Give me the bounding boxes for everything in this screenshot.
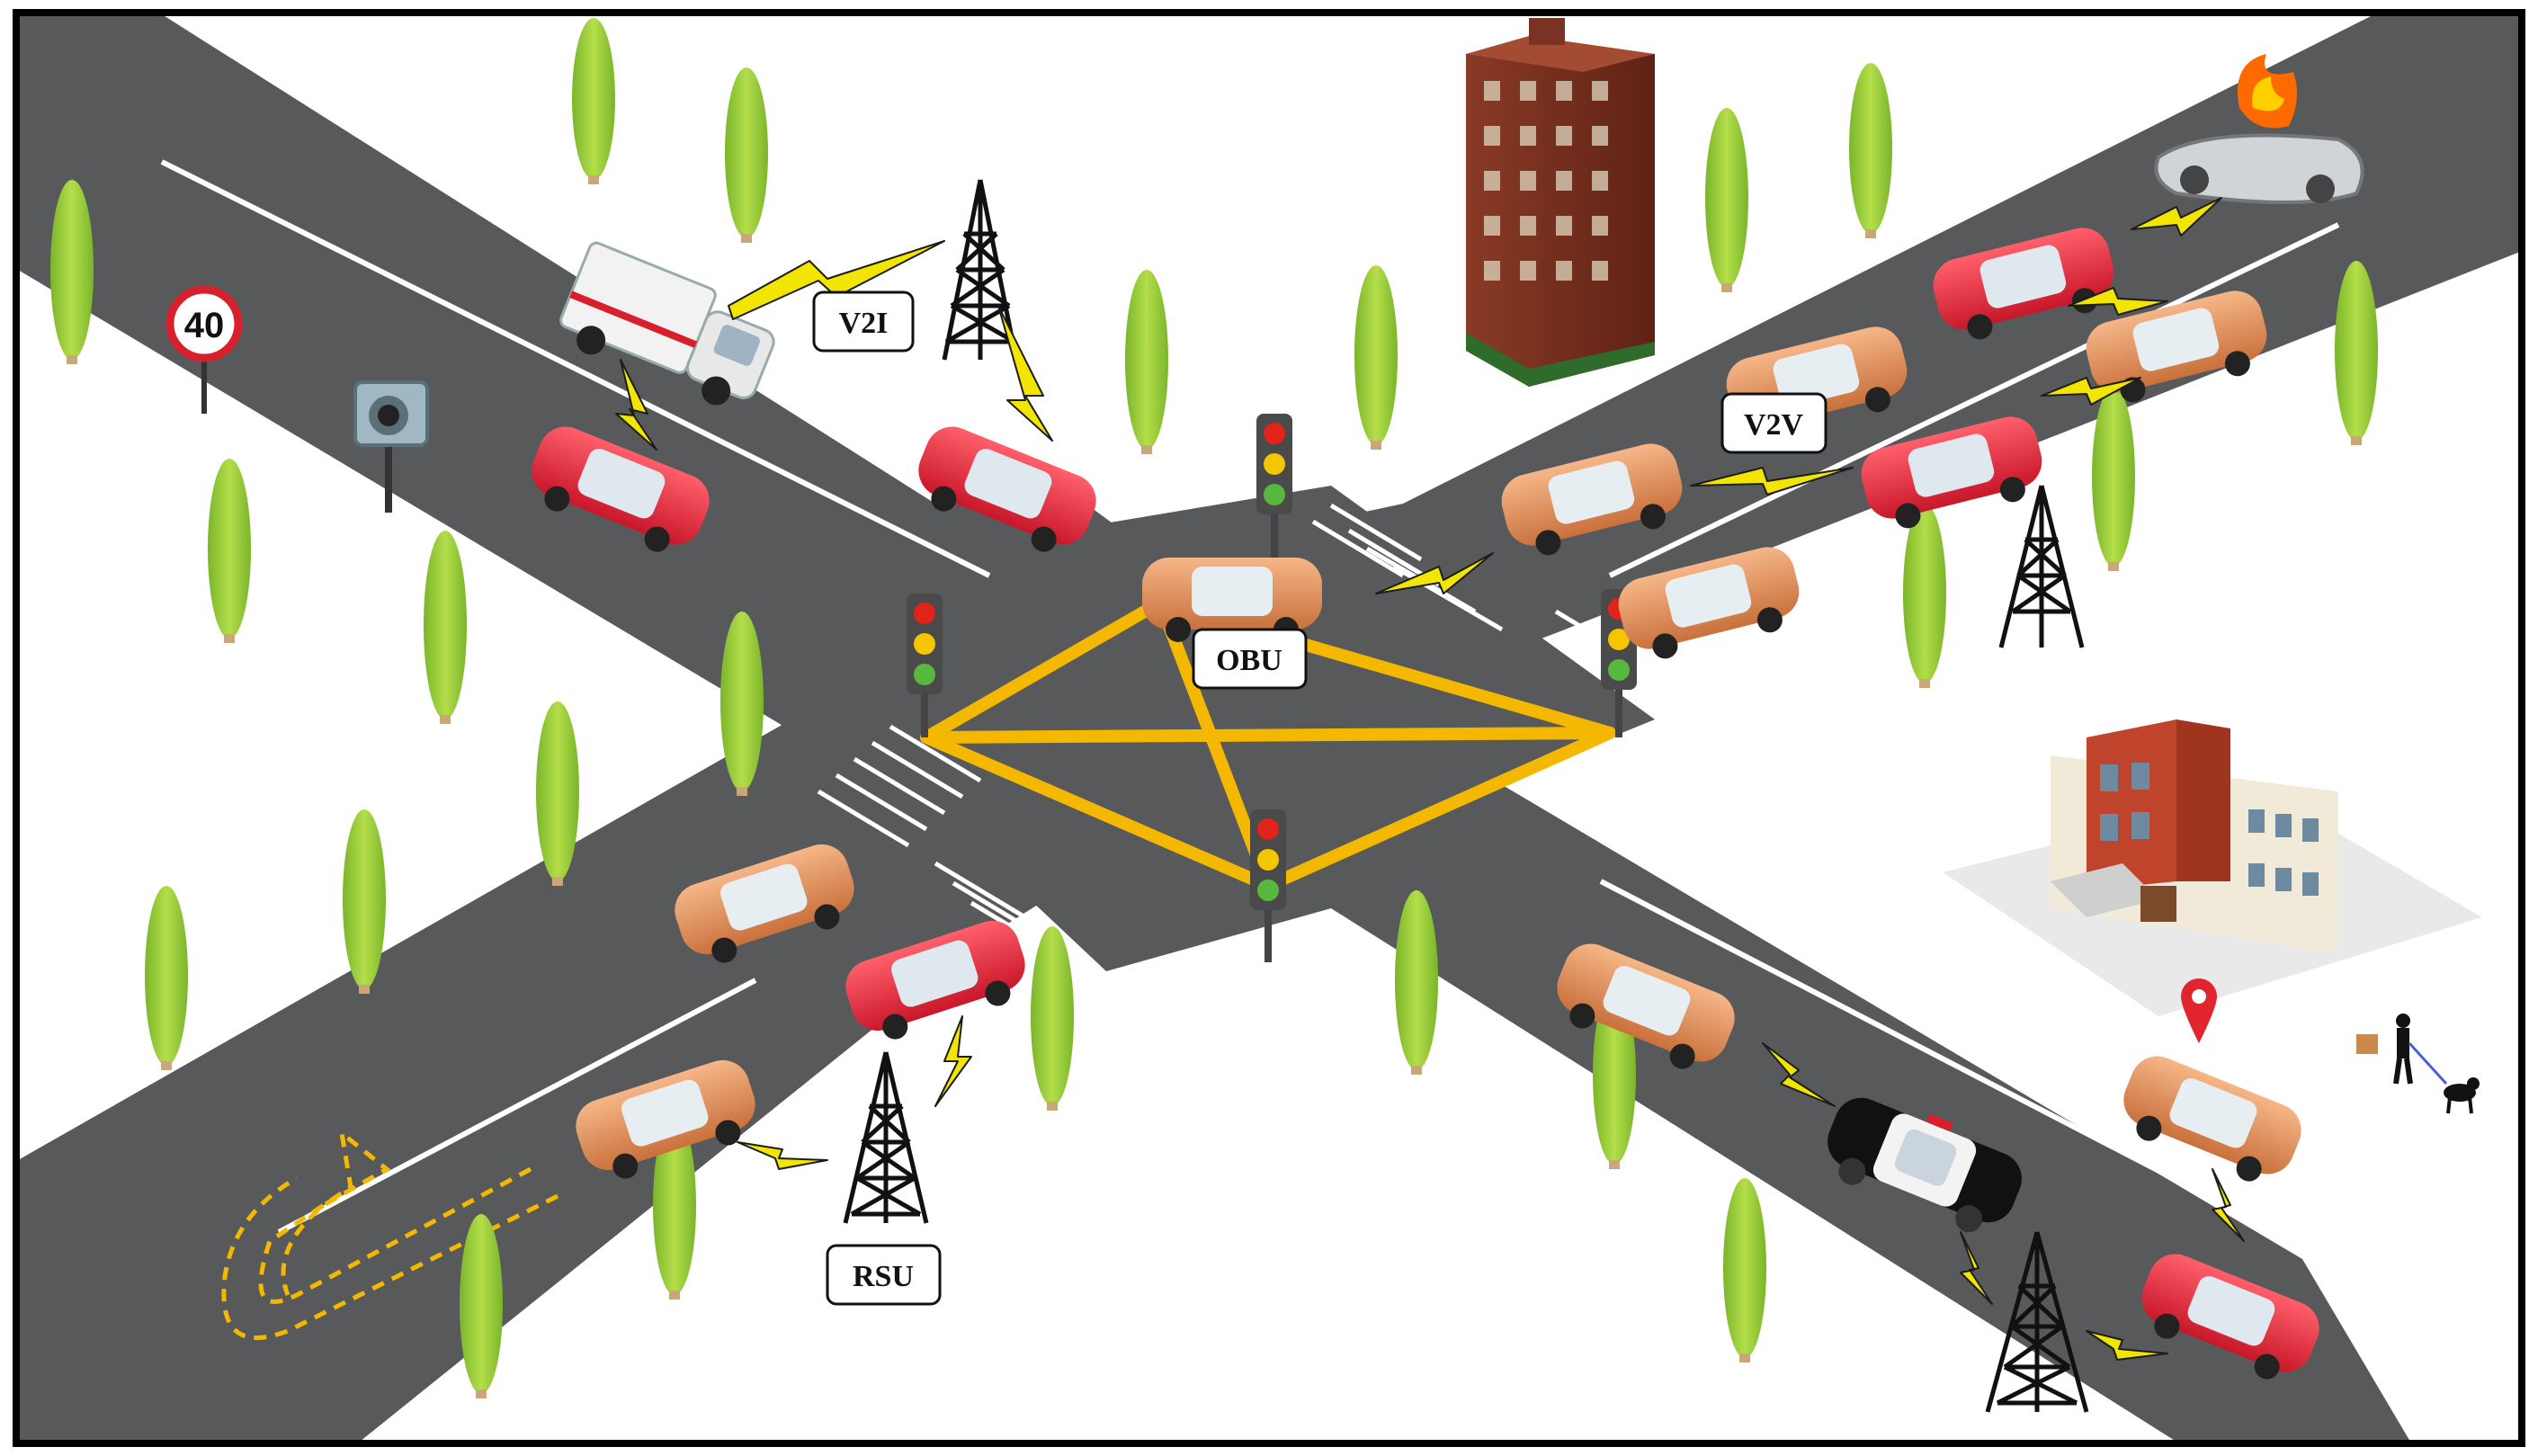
lightning-icon (615, 359, 657, 451)
lightning-icon (2086, 1330, 2168, 1361)
car-orange (2086, 290, 2267, 403)
tree (208, 459, 251, 643)
radio-tower-icon (843, 1051, 929, 1224)
car-orange (1501, 443, 1683, 556)
car-orange (1618, 547, 1800, 659)
tree (1705, 108, 1748, 292)
tree (1395, 890, 1438, 1075)
obu-label: OBU (1192, 628, 1308, 690)
v2v-label-text: V2V (1744, 408, 1804, 442)
tree (424, 531, 467, 724)
lightning-icon (2131, 197, 2222, 237)
radio-towers (843, 179, 2089, 1413)
lightning-icon (997, 305, 1053, 442)
speed-limit-value: 40 (184, 306, 225, 345)
car-orange (1557, 943, 1735, 1069)
car-red (845, 920, 1025, 1040)
lightning-icon (1375, 552, 1494, 594)
car-red (2141, 1254, 2319, 1380)
speed-limit-sign: 40 (165, 285, 243, 414)
tree (2335, 261, 2378, 445)
tree (720, 612, 764, 796)
speed-camera-icon (353, 380, 429, 513)
traffic-light-icon (907, 594, 943, 737)
car-orange (576, 1059, 755, 1179)
tower-building-icon (1466, 18, 1655, 387)
wireless-links (615, 197, 2245, 1361)
ambulance-icon (559, 241, 775, 406)
traffic-light-icon (1250, 809, 1286, 962)
tree (1354, 265, 1398, 450)
car-red (532, 426, 710, 552)
lightning-icon (1690, 467, 1854, 496)
tree (50, 180, 94, 364)
tree (1849, 63, 1892, 238)
tree (145, 886, 188, 1070)
car-orange (675, 844, 854, 963)
lightning-icon (2212, 1168, 2245, 1242)
tree (572, 18, 615, 184)
lightning-icon (1960, 1231, 1993, 1305)
crashed-car-fire-icon (2154, 54, 2364, 204)
outer-border (13, 9, 2525, 1447)
tree (725, 67, 768, 243)
police-car-icon (1828, 1097, 2022, 1233)
tree (1903, 504, 1946, 688)
lightning-icon (728, 240, 945, 320)
pedestrian-with-dog-icon (2356, 1014, 2480, 1114)
car-orange (1142, 558, 1322, 642)
rsu-label: RSU (826, 1244, 942, 1306)
v2i-label: V2I (812, 290, 915, 353)
car-red (918, 426, 1096, 552)
v2v-label: V2V (1720, 392, 1828, 454)
location-pin-icon (2181, 978, 2217, 1043)
u-turn-arrow-icon (221, 1127, 559, 1340)
lightning-icon (1762, 1042, 1836, 1107)
tree (2092, 387, 2135, 571)
tree (536, 701, 579, 886)
lightning-icon (737, 1141, 828, 1170)
hospital-building-icon (1943, 719, 2482, 1016)
v2i-label-text: V2I (839, 307, 889, 340)
obu-label-text: OBU (1216, 644, 1282, 677)
tree (1125, 270, 1168, 454)
radio-tower-icon (1985, 1231, 2089, 1413)
lightning-icon (2068, 287, 2168, 316)
lightning-icon (2041, 377, 2141, 406)
car-red (1861, 416, 2042, 529)
rsu-label-text: RSU (853, 1260, 914, 1293)
lane-lines (160, 159, 2340, 1253)
radio-tower-icon (1998, 485, 2085, 648)
lightning-icon (934, 1015, 972, 1107)
car-orange (2123, 1056, 2301, 1182)
trees (50, 18, 2378, 1398)
traffic-light-icon (1256, 414, 1292, 567)
traffic-lights (907, 414, 1637, 962)
tree (1723, 1178, 1766, 1362)
tree (460, 1214, 503, 1398)
tree (1031, 926, 1074, 1111)
tree (653, 1115, 696, 1300)
vehicles (532, 228, 2319, 1380)
tree (343, 809, 386, 994)
